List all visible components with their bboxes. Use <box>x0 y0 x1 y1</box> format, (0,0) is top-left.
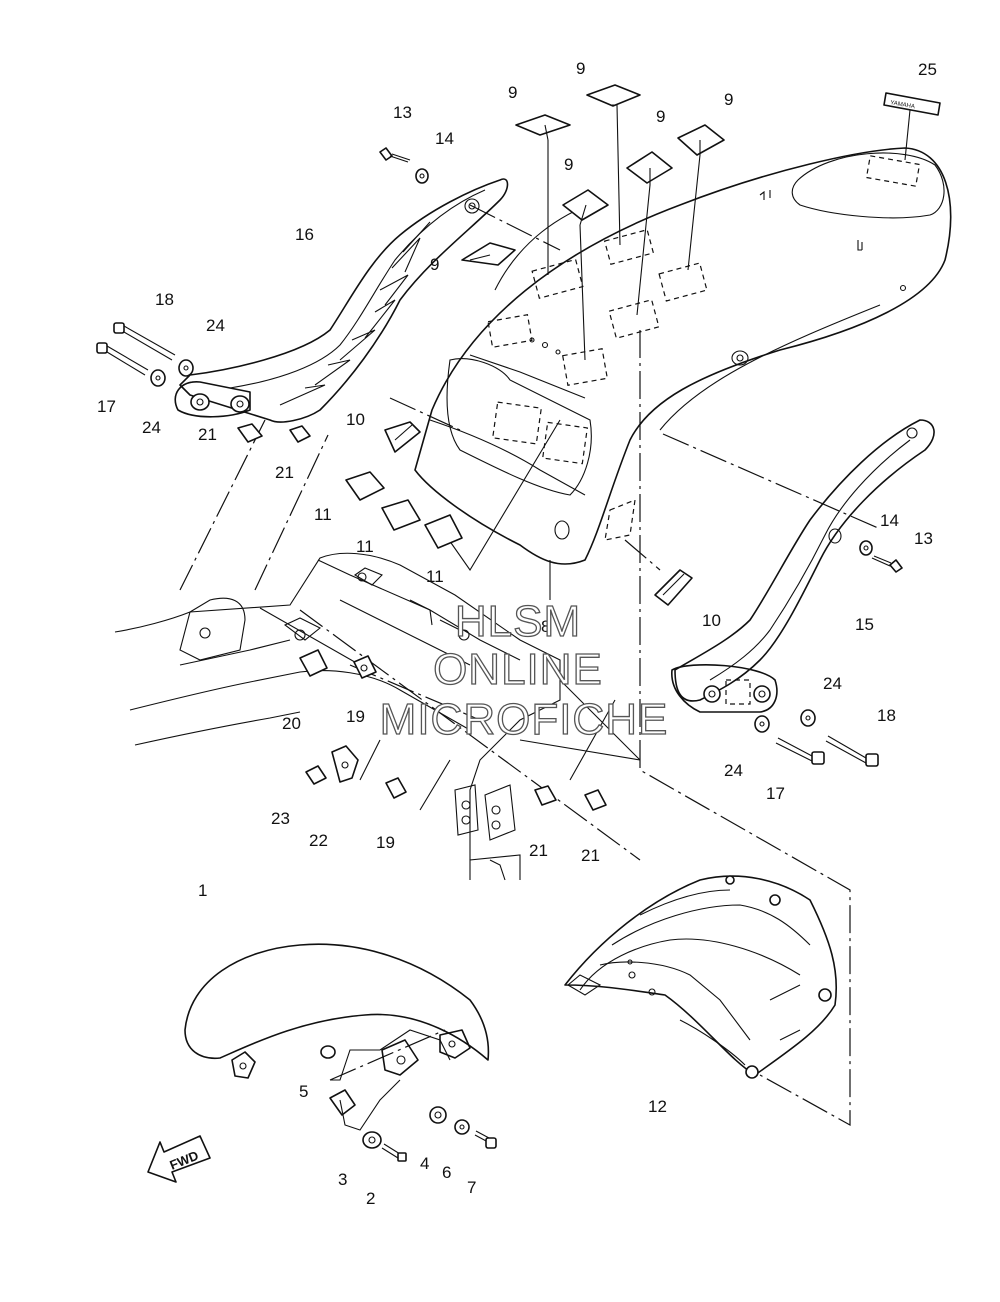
decal-11-c <box>424 514 463 549</box>
callout-21-c: 21 <box>529 841 548 860</box>
callout-9-d: 9 <box>724 90 733 109</box>
bracket-22 <box>331 745 359 783</box>
callout-24-c: 24 <box>823 674 842 693</box>
grommet-20 <box>299 649 328 677</box>
callout-21-a: 21 <box>198 425 217 444</box>
callout-labels: 1 2 3 4 5 6 7 8 9 9 9 9 9 9 10 10 11 11 … <box>97 59 937 1208</box>
decal-9-f <box>461 242 516 266</box>
callout-9-c: 9 <box>656 107 665 126</box>
callout-13-a: 13 <box>393 103 412 122</box>
callout-9-f: 9 <box>430 255 439 274</box>
callout-13-b: 13 <box>914 529 933 548</box>
callout-1: 1 <box>198 881 207 900</box>
decal-25 <box>883 92 941 116</box>
callout-18-a: 18 <box>155 290 174 309</box>
callout-11-a: 11 <box>314 505 332 524</box>
callout-21-d: 21 <box>581 846 600 865</box>
front-fender <box>184 943 497 1162</box>
callout-14-a: 14 <box>435 129 454 148</box>
decal-25-text: YAMAHA <box>890 100 916 110</box>
callout-10-b: 10 <box>702 611 721 630</box>
callout-15: 15 <box>855 615 874 634</box>
callout-22: 22 <box>309 831 328 850</box>
fasteners <box>96 147 903 811</box>
callout-9-b: 9 <box>576 59 585 78</box>
grab-bar-left <box>174 178 509 423</box>
decal-9-b <box>586 84 641 107</box>
rear-fender <box>414 147 952 565</box>
callout-21-b: 21 <box>275 463 294 482</box>
watermark-line-1: HLSM <box>455 597 581 646</box>
decal-9-e <box>677 124 725 156</box>
callout-10-a: 10 <box>346 410 365 429</box>
callout-24-a: 24 <box>206 316 225 335</box>
callout-17-b: 17 <box>766 784 785 803</box>
callout-6: 6 <box>442 1163 451 1182</box>
callout-5: 5 <box>299 1082 308 1101</box>
callout-4: 4 <box>420 1154 429 1173</box>
callout-23: 23 <box>271 809 290 828</box>
callout-19-a: 19 <box>346 707 365 726</box>
decal-9-d <box>626 151 673 184</box>
decal-10-right <box>654 569 693 606</box>
callout-9-e: 9 <box>564 155 573 174</box>
callout-14-b: 14 <box>880 511 899 530</box>
watermark-line-3: MICROFICHE <box>380 695 669 744</box>
callout-7: 7 <box>467 1178 476 1197</box>
direction-arrow-icon <box>147 1135 211 1183</box>
callout-3: 3 <box>338 1170 347 1189</box>
watermark-line-2: ONLINE <box>433 645 603 694</box>
callout-25: 25 <box>918 60 937 79</box>
watermark: HLSM ONLINE MICROFICHE <box>379 596 669 744</box>
callout-18-b: 18 <box>877 706 896 725</box>
callout-9-a: 9 <box>508 83 517 102</box>
frame <box>114 552 561 881</box>
callout-12: 12 <box>648 1097 667 1116</box>
assembly-lines <box>179 104 879 1127</box>
grab-bar-right <box>671 419 935 713</box>
callout-8: 8 <box>541 617 550 636</box>
callout-11-b: 11 <box>356 537 374 556</box>
decal-10-left <box>384 421 421 453</box>
decal-11-b <box>381 499 421 531</box>
rear-flap <box>564 875 838 1079</box>
callout-11-c: 11 <box>426 567 444 586</box>
callout-2: 2 <box>366 1189 375 1208</box>
callout-19-b: 19 <box>376 833 395 852</box>
callout-16: 16 <box>295 225 314 244</box>
callout-24-b: 24 <box>142 418 161 437</box>
fwd-arrow: FWD <box>147 1135 211 1183</box>
callout-20: 20 <box>282 714 301 733</box>
callout-24-d: 24 <box>724 761 743 780</box>
decal-9-a <box>515 114 571 136</box>
decals: YAMAHA <box>345 84 941 606</box>
decal-11-a <box>345 471 385 501</box>
callout-17-a: 17 <box>97 397 116 416</box>
